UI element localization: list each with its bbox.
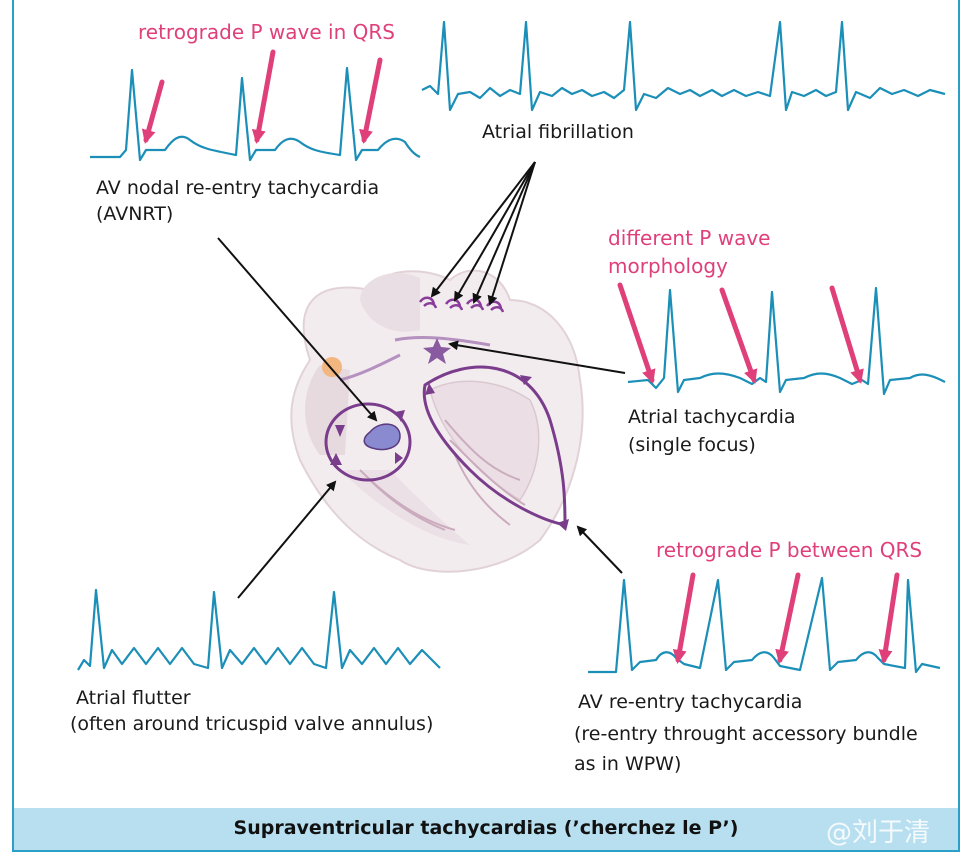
label-at-morphology-1: different P wave (608, 226, 771, 250)
ecg-av-reentry (588, 576, 941, 674)
diagram-frame (12, 0, 960, 852)
label-atrial-flutter: Atrial flutter (76, 687, 191, 709)
footer-banner: Supraventricular tachycardias (’cherchez… (14, 808, 958, 850)
label-atrial-tachycardia: Atrial tachycardia (628, 406, 796, 428)
ecg-atrial-flutter (77, 588, 441, 671)
heart-illustration (290, 269, 584, 573)
watermark: @刘于清 (825, 818, 930, 848)
label-avnrt-abbr: (AVNRT) (96, 203, 174, 225)
ecg-traces (77, 20, 946, 674)
label-avrt-note-1: (re-entry throught accessory bundle (574, 723, 918, 745)
label-avnrt-title: AV nodal re-entry tachycardia (96, 177, 380, 199)
ecg-atrial-fibrillation (421, 20, 946, 112)
label-atrial-fibrillation: Atrial fibrillation (482, 121, 634, 143)
ecg-atrial-tachycardia (627, 286, 946, 396)
label-avrt-retrograde: retrograde P between QRS (656, 538, 923, 562)
label-avnrt-retrograde: retrograde P wave in QRS (138, 20, 395, 44)
pointer-arrows (217, 161, 626, 599)
pathway-arrowheads (330, 375, 569, 531)
p-wave-pointers (141, 49, 900, 664)
ectopic-focus-star (423, 338, 451, 364)
av-node (363, 423, 401, 451)
label-avrt-title: AV re-entry tachycardia (578, 691, 803, 713)
label-avrt-note-2: as in WPW) (574, 753, 682, 775)
footer-title: Supraventricular tachycardias (’cherchez… (233, 817, 739, 839)
label-at-morphology-2: morphology (608, 254, 728, 278)
ecg-avnrt (90, 66, 421, 162)
label-at-single-focus: (single focus) (628, 434, 756, 456)
label-flutter-note: (often around tricuspid valve annulus) (70, 713, 434, 735)
